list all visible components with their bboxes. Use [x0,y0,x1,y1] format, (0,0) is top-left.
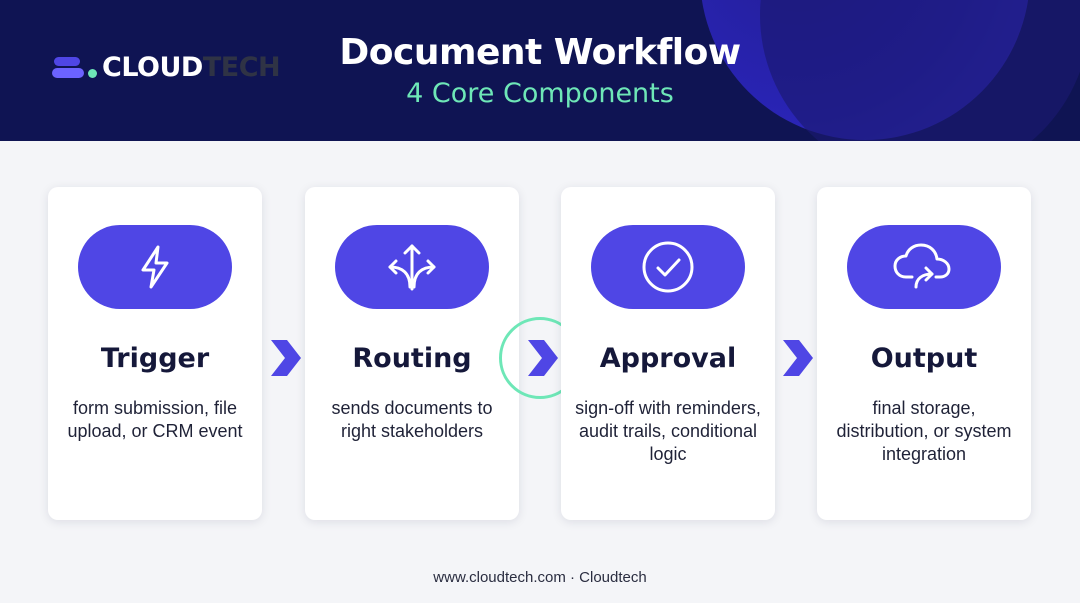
step-card-routing: Routing sends documents to right stakeho… [305,187,519,520]
step-card-approval: Approval sign-off with reminders, audit … [561,187,775,520]
split-arrows-icon [388,244,436,291]
brand-name-secondary: TECH [202,52,281,83]
logo-mark-icon [52,53,100,83]
brand-name: CLOUDTECH [102,52,281,83]
chevron-right-icon [528,340,558,376]
step-card-output: Output final storage, distribution, or s… [817,187,1031,520]
page-title: Document Workflow [339,32,741,73]
lightning-icon [141,245,169,289]
cloud-upload-icon [893,243,951,289]
step-description: final storage, distribution, or system i… [836,398,1012,464]
step-icon-badge [847,225,1001,309]
step-title: Routing [352,343,472,374]
step-title: Trigger [100,343,210,374]
step-title: Output [870,343,978,374]
chevron-right-icon [271,340,301,376]
step-icon-badge [335,225,489,309]
step-title: Approval [599,343,737,374]
footer-url: www.cloudtech.com · Cloudtech [433,569,647,586]
brand-name-primary: CLOUD [102,52,203,83]
brand-logo: CLOUDTECH [52,52,281,83]
step-description: sign-off with reminders, audit trails, c… [575,398,761,464]
page-subtitle: 4 Core Components [406,78,674,109]
step-card-trigger: Trigger form submission, file upload, or… [48,187,262,520]
step-icon-badge [78,225,232,309]
chevron-right-icon [783,340,813,376]
header-banner: CLOUDTECH Document Workflow 4 Core Compo… [0,0,1080,141]
step-description: form submission, file upload, or CRM eve… [67,398,243,441]
step-icon-badge [591,225,745,309]
check-circle-icon [642,241,694,293]
decorative-arc-inner [760,0,1080,141]
step-description: sends documents to right stakeholders [331,398,493,441]
